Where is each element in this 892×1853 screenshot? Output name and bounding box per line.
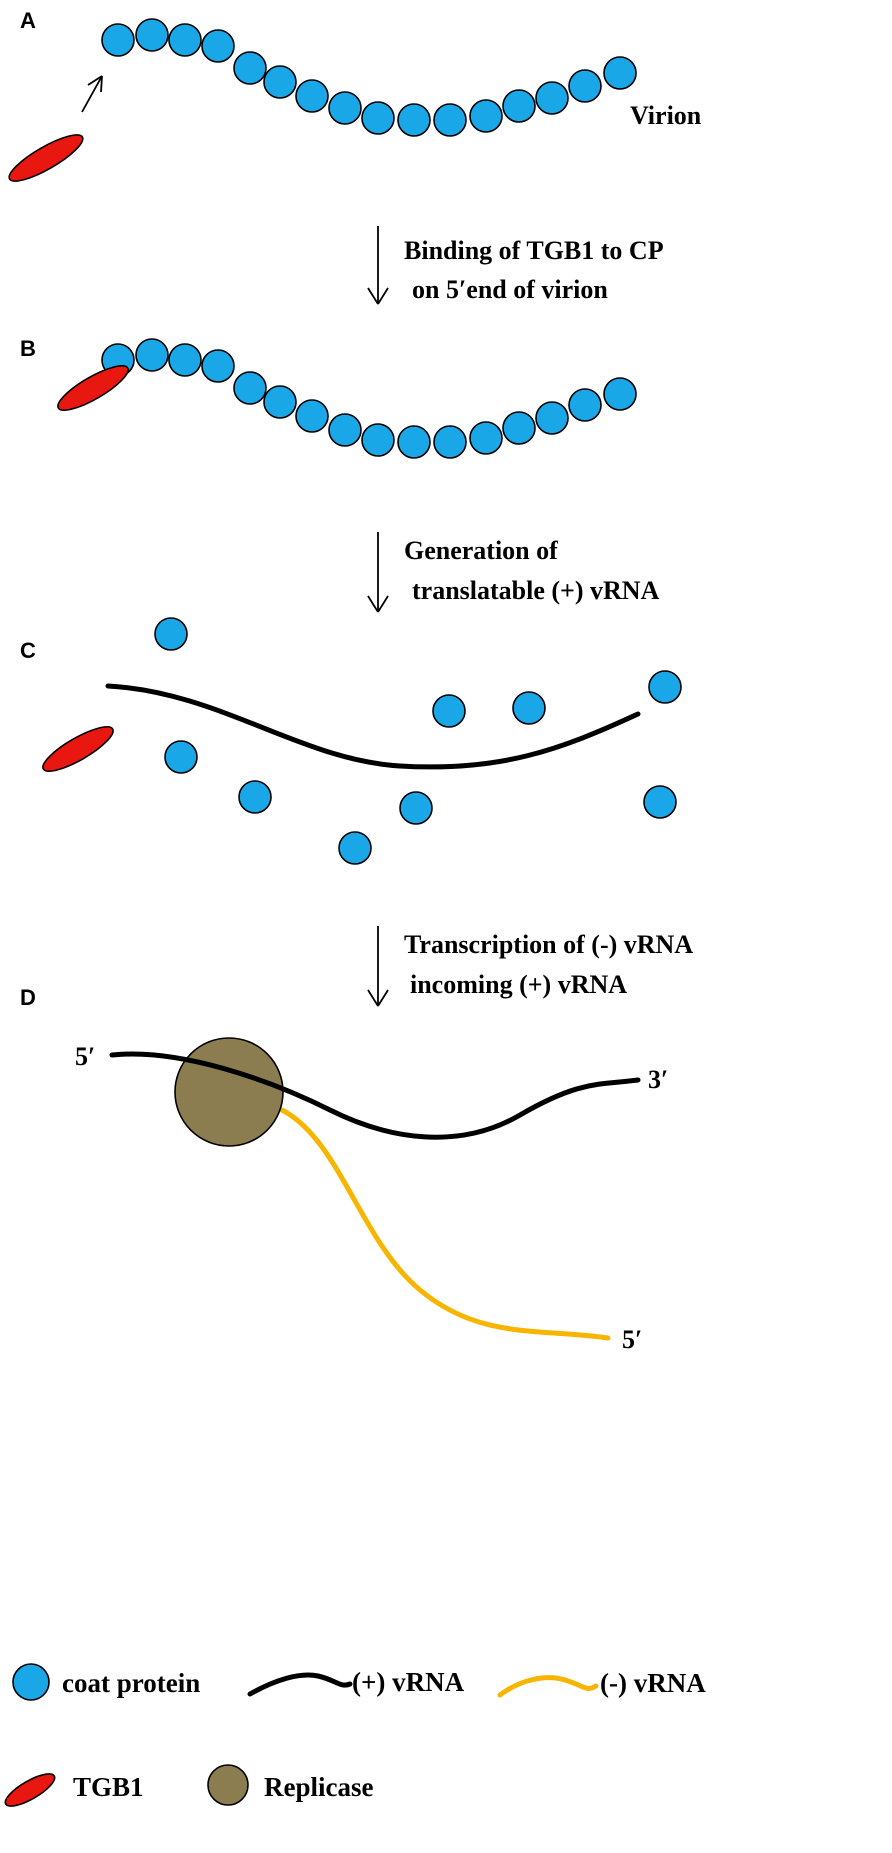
coat-protein-b-5 xyxy=(233,371,267,405)
step-arrow-2 xyxy=(367,532,389,613)
panel-b-label: B xyxy=(20,336,36,361)
coat-protein-a-5 xyxy=(233,51,267,85)
coat-protein-b-7 xyxy=(295,399,329,433)
coat-protein-a-10 xyxy=(397,103,431,137)
panel-a-label: A xyxy=(20,8,36,33)
coat-protein-b-3 xyxy=(168,343,202,377)
legend-plus-rna: (+) vRNA xyxy=(352,1667,465,1697)
coat-protein-b-6 xyxy=(263,385,297,419)
coat-protein-b-2 xyxy=(135,338,169,372)
virion-b xyxy=(101,338,637,459)
legend-minus-rna: (-) vRNA xyxy=(600,1668,706,1698)
legend-coat-protein: coat protein xyxy=(62,1668,200,1698)
legend-minus-rna-swatch xyxy=(497,1675,599,1698)
legend-coat-protein-icon xyxy=(12,1663,50,1701)
plus-5prime-label: 5′ xyxy=(75,1042,95,1071)
coat-protein-b-13 xyxy=(502,411,536,445)
free-coat-protein-4 xyxy=(648,670,682,704)
tgb1-a xyxy=(8,134,84,182)
coat-protein-a-13 xyxy=(502,89,536,123)
coat-protein-a-15 xyxy=(568,69,602,103)
coat-protein-a-16 xyxy=(603,56,637,90)
legend-tgb1-icon xyxy=(4,1773,56,1807)
coat-protein-a-7 xyxy=(295,79,329,113)
step-1-line1: Binding of TGB1 to CP xyxy=(404,236,664,265)
free-coat-protein-5 xyxy=(164,740,198,774)
free-coat-protein-8 xyxy=(643,785,677,819)
virion-label: Virion xyxy=(630,101,702,130)
plus-vrna-c xyxy=(105,683,641,770)
coat-protein-b-8 xyxy=(328,413,362,447)
coat-protein-a-4 xyxy=(201,29,235,63)
legend-tgb1: TGB1 xyxy=(73,1772,144,1802)
coat-protein-a-2 xyxy=(135,18,169,52)
coat-protein-b-10 xyxy=(397,425,431,459)
step-1-line2: on 5′end of virion xyxy=(412,275,608,304)
free-coat-protein-1 xyxy=(154,617,188,651)
legend: coat protein (+) vRNA (-) vRNA TGB1 Repl… xyxy=(4,1663,706,1807)
step-3-line1: Transcription of (-) vRNA xyxy=(404,930,693,959)
coat-protein-a-9 xyxy=(361,101,395,135)
coat-protein-a-1 xyxy=(101,23,135,57)
legend-replicase: Replicase xyxy=(264,1772,373,1802)
legend-plus-rna-swatch xyxy=(247,1672,353,1697)
panel-d-label: D xyxy=(20,985,36,1010)
coat-protein-b-12 xyxy=(469,421,503,455)
panel-c-label: C xyxy=(20,638,36,663)
step-2-line1: Generation of xyxy=(404,536,558,565)
coat-protein-b-11 xyxy=(433,425,467,459)
step-3-line2: incoming (+) vRNA xyxy=(410,970,627,999)
minus-vrna-d xyxy=(279,1107,611,1341)
free-coat-protein-3 xyxy=(512,691,546,725)
virion-a xyxy=(101,18,637,137)
coat-protein-b-14 xyxy=(535,401,569,435)
free-coat-proteins xyxy=(154,617,682,865)
tgb1-b xyxy=(57,365,129,411)
coat-protein-a-11 xyxy=(433,103,467,137)
replicase-d xyxy=(174,1037,284,1147)
plus-vrna-d xyxy=(109,1051,641,1140)
coat-protein-a-12 xyxy=(469,99,503,133)
approach-arrow xyxy=(81,75,103,113)
step-arrow-1 xyxy=(367,226,389,305)
free-coat-protein-6 xyxy=(238,780,272,814)
step-arrow-3 xyxy=(367,926,389,1007)
tgb1-c xyxy=(42,726,114,772)
legend-replicase-icon xyxy=(207,1764,249,1806)
free-coat-protein-9 xyxy=(338,831,372,865)
coat-protein-a-8 xyxy=(328,91,362,125)
coat-protein-a-6 xyxy=(263,65,297,99)
coat-protein-b-16 xyxy=(603,377,637,411)
step-2-line2: translatable (+) vRNA xyxy=(412,576,660,605)
coat-protein-a-14 xyxy=(535,81,569,115)
free-coat-protein-2 xyxy=(432,694,466,728)
coat-protein-b-9 xyxy=(361,423,395,457)
coat-protein-b-4 xyxy=(201,349,235,383)
minus-5prime-label: 5′ xyxy=(622,1325,642,1354)
coat-protein-b-15 xyxy=(568,388,602,422)
plus-3prime-label: 3′ xyxy=(648,1065,668,1094)
coat-protein-a-3 xyxy=(168,23,202,57)
free-coat-protein-7 xyxy=(399,791,433,825)
